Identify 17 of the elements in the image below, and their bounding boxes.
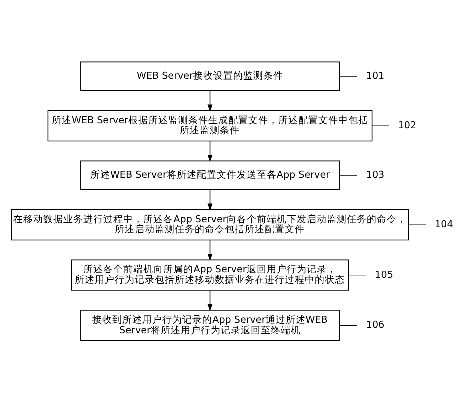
node-label: 104 [435, 220, 454, 231]
arrow [208, 240, 213, 262]
arrow [208, 90, 213, 112]
arrow [208, 140, 213, 162]
arrow [208, 190, 213, 211]
node-box: 所述WEB Server根据所述监测条件生成配置文件，所述配置文件中包括所述监测条件 [48, 110, 373, 142]
node-label: 105 [375, 270, 394, 281]
arrow [208, 290, 213, 312]
node-box: 所述各个前端机向所属的App Server返回用户行为记录，所述用户行为记录包括所述移动数据业务在进行过程中的状态 [71, 260, 350, 291]
node-box: 接收到所述用户行为记录的App Server通过所述WEB Server将所述用户行为记录返回至终端机 [80, 310, 340, 342]
node-box: WEB Server接收设置的监测条件 [80, 62, 340, 92]
node-label: 102 [398, 120, 417, 132]
node-label: 101 [366, 71, 385, 82]
node-box: 在移动数据业务进行过程中，所述各App Server向各个前端机下发启动监测任务的命令，所述启动监测任务的命令包括所述配置文件 [11, 209, 410, 241]
node-label: 106 [366, 320, 385, 332]
node-box: 所述WEB Server将所述配置文件发送至各App Server [80, 160, 340, 190]
node-label: 103 [366, 170, 385, 182]
